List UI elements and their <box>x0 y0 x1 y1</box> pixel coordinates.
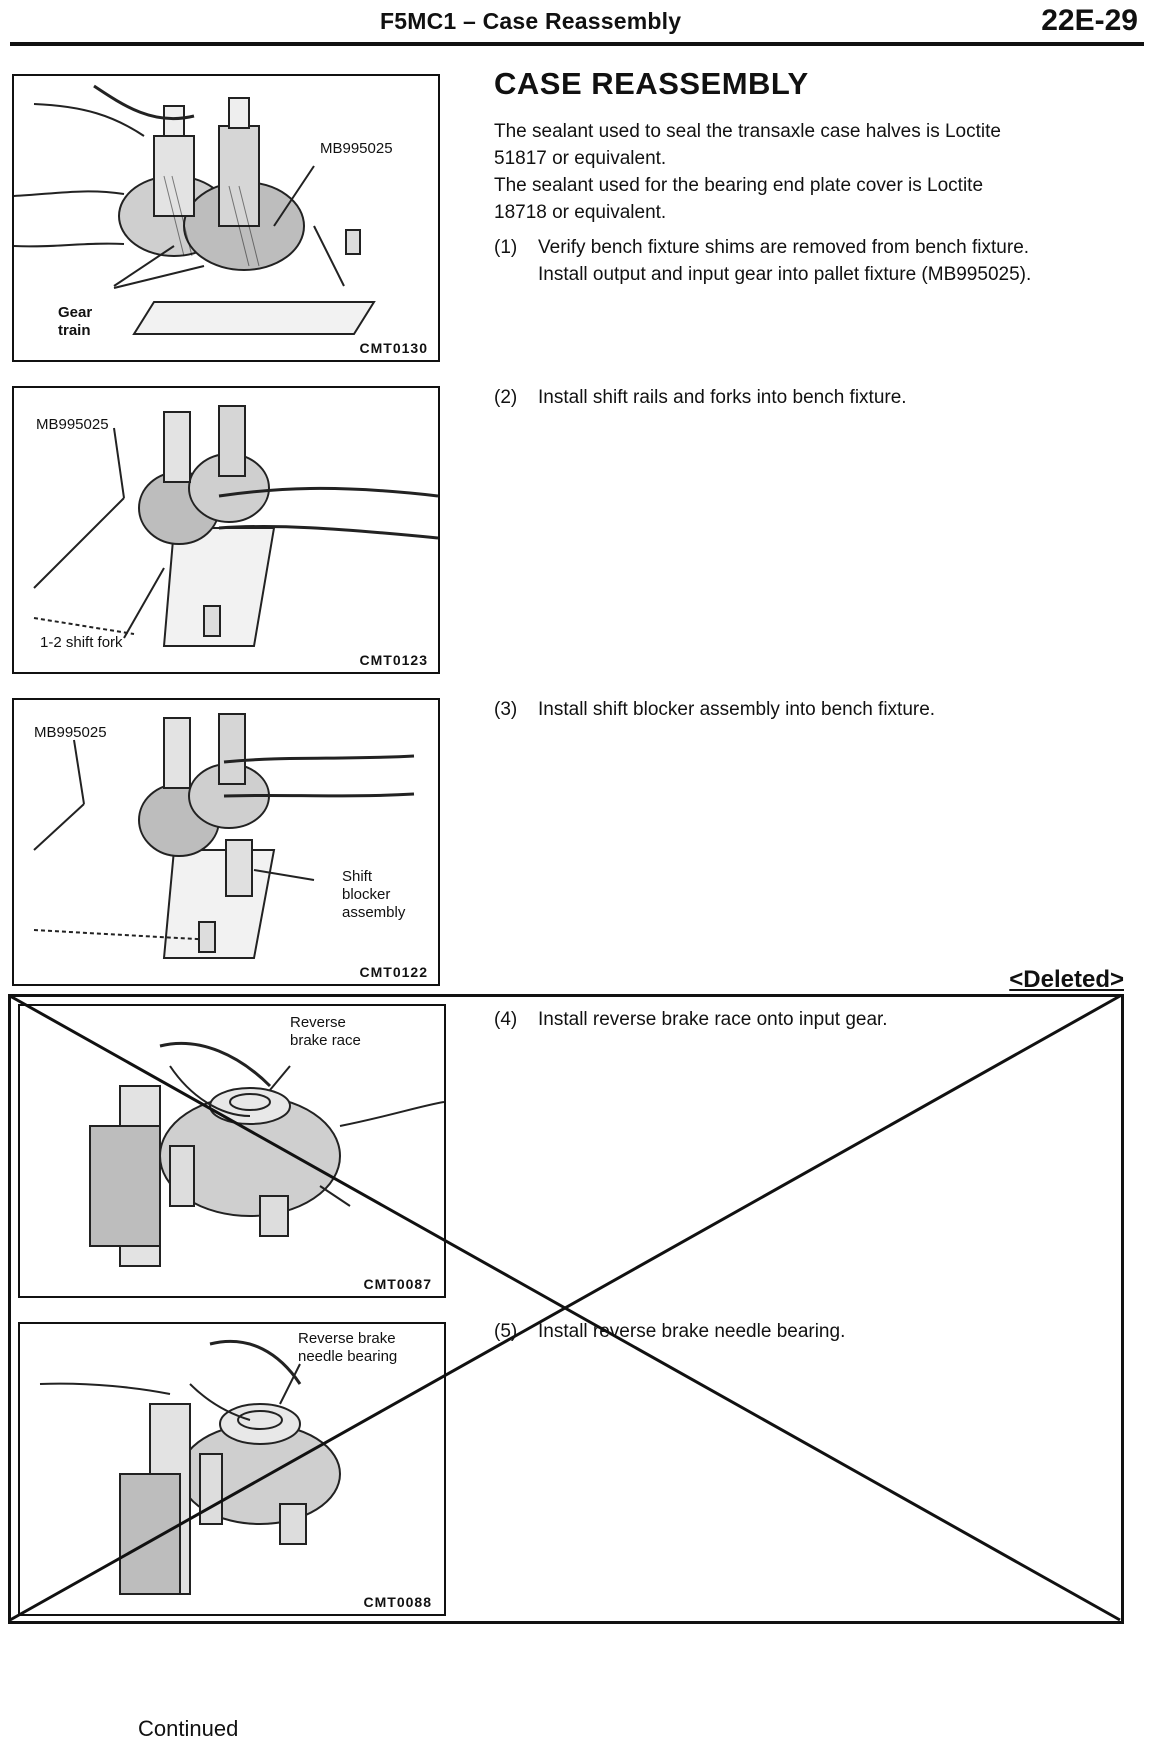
figure-reverse-brake-race: Reverse brake race CMT0087 <box>18 1004 446 1298</box>
fig1-label-tool: MB995025 <box>320 140 393 157</box>
gear-train-illustration <box>14 84 376 335</box>
fig3-code: CMT0122 <box>359 964 428 980</box>
fig1-label-gear: Gear train <box>58 304 93 339</box>
fig5-label-bearing: Reverse brake needle bearing <box>298 1330 398 1365</box>
fig2-code: CMT0123 <box>359 652 428 668</box>
reverse-brake-race-illustration <box>89 1041 444 1267</box>
step-4: (4)Install reverse brake race onto input… <box>494 1009 888 1030</box>
figure-needle-bearing: Reverse brake needle bearing CMT0088 <box>18 1322 446 1616</box>
section-title: CASE REASSEMBLY <box>494 66 809 101</box>
step-3: (3)Install shift blocker assembly into b… <box>494 699 936 720</box>
fig4-label-race: Reverse brake race <box>290 1014 361 1049</box>
needle-bearing-illustration <box>39 1339 341 1595</box>
fig3-label-tool: MB995025 <box>34 724 107 741</box>
step-2: (2)Install shift rails and forks into be… <box>494 387 907 408</box>
sealant-paragraph-1: The sealant used to seal the transaxle c… <box>494 121 1001 169</box>
sealant-paragraph-2: The sealant used for the bearing end pla… <box>494 175 984 223</box>
header-title: F5MC1 – Case Reassembly <box>380 8 682 34</box>
step-1: (1)Verify bench fixture shims are remove… <box>494 237 1032 285</box>
header-rule <box>10 42 1144 46</box>
figure-shift-rails: MB995025 1-2 shift fork CMT0123 <box>12 386 440 674</box>
fig4-code: CMT0087 <box>363 1276 432 1292</box>
shift-blocker-illustration <box>33 713 415 959</box>
figure-gear-train: MB995025 Gear train CMT0130 <box>12 74 440 362</box>
deleted-label: <Deleted> <box>1009 966 1124 993</box>
fig5-code: CMT0088 <box>363 1594 432 1610</box>
fig2-label-fork: 1-2 shift fork <box>40 634 123 651</box>
fig3-label-blocker: Shift blocker assembly <box>342 868 406 921</box>
figure-shift-blocker: MB995025 Shift blocker assembly CMT0122 <box>12 698 440 986</box>
page-number: 22E-29 <box>1041 4 1138 37</box>
deleted-cross-mark <box>9 994 1121 1622</box>
fig1-code: CMT0130 <box>359 340 428 356</box>
continued-label: Continued <box>138 1716 239 1741</box>
fig2-label-tool: MB995025 <box>36 416 109 433</box>
deleted-frame <box>8 994 1124 1624</box>
shift-rails-illustration <box>33 405 438 647</box>
